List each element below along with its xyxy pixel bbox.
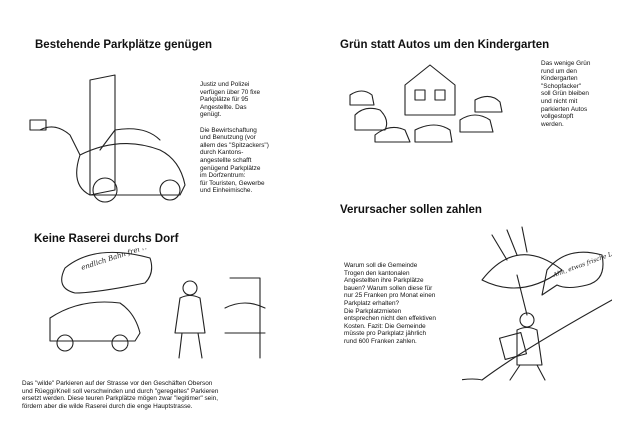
heading-existing-parking: Bestehende Parkplätze genügen xyxy=(35,39,213,51)
heading-green-kindergarten: Grün statt Autos um den Kindergarten xyxy=(340,39,550,51)
text-no-speeding: Das "wilde" Parkieren auf der Strasse vo… xyxy=(22,380,219,410)
heading-no-speeding: Keine Raserei durchs Dorf xyxy=(34,233,179,245)
speech-bubble-bahn-frei: endlich Bahn frei !! xyxy=(80,248,148,272)
text-existing-parking: Justiz und Polizei verfügen über 70 fixe… xyxy=(200,81,269,195)
heading-polluter-pays: Verursacher sollen zahlen xyxy=(340,204,482,216)
cartoon-kindergarten-cars xyxy=(349,64,503,143)
text-polluter-pays: Warum soll die Gemeinde Trogen den kanto… xyxy=(344,262,436,345)
cartoon-umbrella-man: Ahh, etwas frische Luft... xyxy=(462,226,612,381)
cartoon-car-in-door xyxy=(29,74,186,203)
cartoon-speeding-car: endlich Bahn frei !! xyxy=(49,248,266,359)
text-green-kindergarten: Das wenige Grün rund um den Kindergarten… xyxy=(541,60,591,128)
